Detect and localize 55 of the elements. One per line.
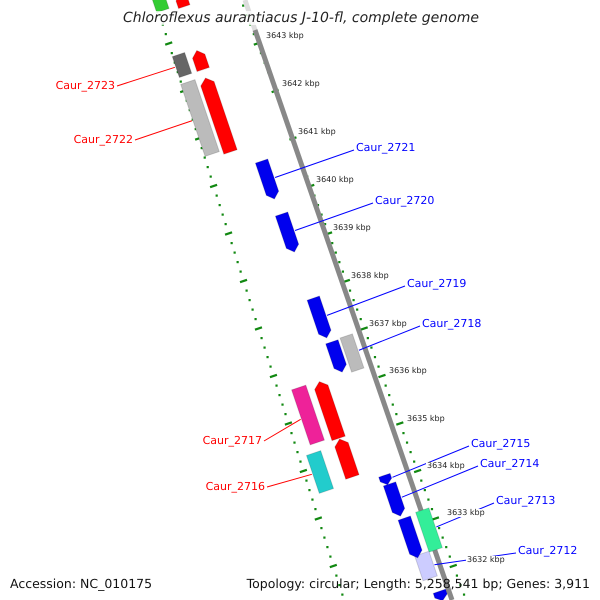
title: Chloroflexus aurantiacus J-10-fl, complete genome	[122, 11, 480, 25]
pointed-gene-bar	[254, 158, 280, 200]
leader-line	[266, 474, 312, 488]
gene-label: Caur_2713	[496, 495, 556, 506]
tick-label: 3640 kbp	[315, 176, 355, 184]
gene-bar	[290, 384, 326, 446]
leader-line	[134, 120, 192, 140]
gene-label: Caur_2719	[407, 278, 466, 289]
tick-label: 3636 kbp	[388, 367, 428, 375]
tick-label: 3638 kbp	[350, 272, 390, 280]
pointed-gene-bar	[306, 295, 332, 339]
gene-label: Caur_2714	[480, 458, 540, 469]
tick-label: 3639 kbp	[332, 224, 372, 232]
leader-line	[294, 202, 374, 231]
pointed-gene-bar	[378, 472, 392, 486]
tick-label: 3633 kbp	[446, 509, 486, 517]
leader-line	[116, 66, 176, 86]
pointed-gene-bar	[192, 50, 210, 72]
leader-line	[274, 150, 354, 178]
leader-line	[358, 326, 420, 351]
pointed-gene-bar	[382, 481, 406, 517]
pointed-gene-bar	[200, 77, 238, 155]
pointed-gene-bar	[334, 438, 360, 480]
gene-bar	[306, 450, 334, 494]
gene-bar	[172, 52, 192, 78]
gene-label: Caur_2717	[202, 435, 262, 446]
gene-label: Caur_2712	[518, 545, 578, 556]
leader-line	[264, 418, 302, 442]
gene-label: Caur_2721	[356, 142, 416, 153]
genome-info-text: Topology: circular; Length: 5,258,541 bp; Genes: 3,911	[246, 577, 591, 592]
tick-label: 3643 kbp	[265, 32, 305, 40]
gene-label: Caur_2720	[375, 195, 434, 206]
pointed-gene-bar	[432, 588, 448, 600]
pointed-gene-bar	[325, 339, 347, 373]
gene-label: Caur_2722	[74, 134, 133, 145]
gene-bar	[339, 333, 365, 373]
gene-label: Caur_2723	[56, 80, 115, 91]
tick-label: 3642 kbp	[281, 80, 321, 88]
pointed-gene-bar	[314, 380, 346, 442]
tick-label: 3641 kbp	[297, 128, 337, 136]
gene-label: Caur_2716	[206, 481, 265, 492]
tick-label: 3635 kbp	[406, 415, 446, 423]
accession-text: Accession: NC_010175	[9, 577, 154, 592]
gene-label: Caur_2718	[422, 318, 482, 329]
tick-label: 3634 kbp	[426, 462, 466, 470]
leader-line	[326, 286, 406, 316]
gene-bar	[180, 78, 220, 158]
tick-label: 3637 kbp	[368, 320, 408, 328]
tick-label: 3632 kbp	[466, 556, 506, 564]
pointed-gene-bar	[397, 515, 422, 559]
pointed-gene-bar	[274, 211, 300, 253]
gene-label: Caur_2715	[471, 438, 530, 449]
leader-line	[392, 446, 470, 478]
gene-bar	[415, 507, 443, 553]
leader-line	[401, 466, 478, 498]
